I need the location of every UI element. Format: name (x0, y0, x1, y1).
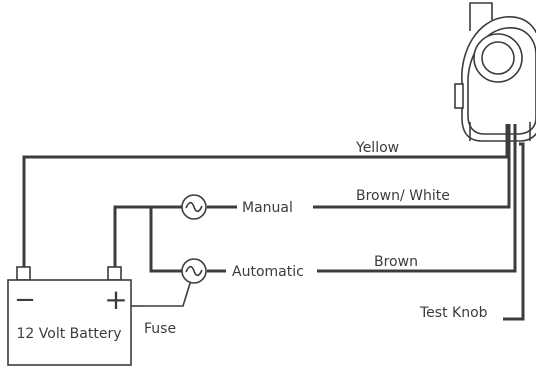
yellow-wire (22, 124, 509, 267)
pump-top-housing (469, 2, 493, 31)
bilge-pump (454, 2, 536, 142)
brown-wire-label: Brown (374, 254, 418, 270)
battery-body (7, 279, 132, 366)
pump-outlet-inner (481, 41, 515, 75)
battery-negative-symbol: − (14, 285, 36, 315)
fuse-leader-line (143, 279, 192, 307)
automatic-switch-label: Automatic (232, 264, 304, 280)
manual-switch-symbol (181, 194, 207, 220)
manual-switch-label: Manual (242, 200, 293, 216)
fuse-label: Fuse (144, 321, 176, 337)
brown-white-wire-label: Brown/ White (356, 188, 450, 204)
manual-fuse-icon (185, 201, 203, 213)
battery: − + 12 Volt Battery (7, 266, 132, 366)
automatic-switch-symbol (181, 258, 207, 284)
pump-skirt (469, 122, 531, 141)
pump-outlet-outer (473, 33, 523, 83)
yellow-wire-label: Yellow (355, 140, 399, 156)
battery-negative-terminal (16, 266, 31, 281)
battery-positive-symbol: + (104, 283, 127, 316)
battery-positive-terminal (107, 266, 122, 281)
automatic-fuse-icon (185, 265, 203, 277)
automatic-branch-wire (149, 207, 182, 273)
battery-label: 12 Volt Battery (17, 326, 122, 342)
test-knob-label: Test Knob (419, 305, 488, 321)
positive-feed-wire (113, 205, 182, 267)
brown-white-wire (313, 124, 511, 209)
test-knob-wire (503, 142, 525, 321)
brown-wire (317, 124, 517, 273)
pump-side-tab (454, 83, 464, 109)
